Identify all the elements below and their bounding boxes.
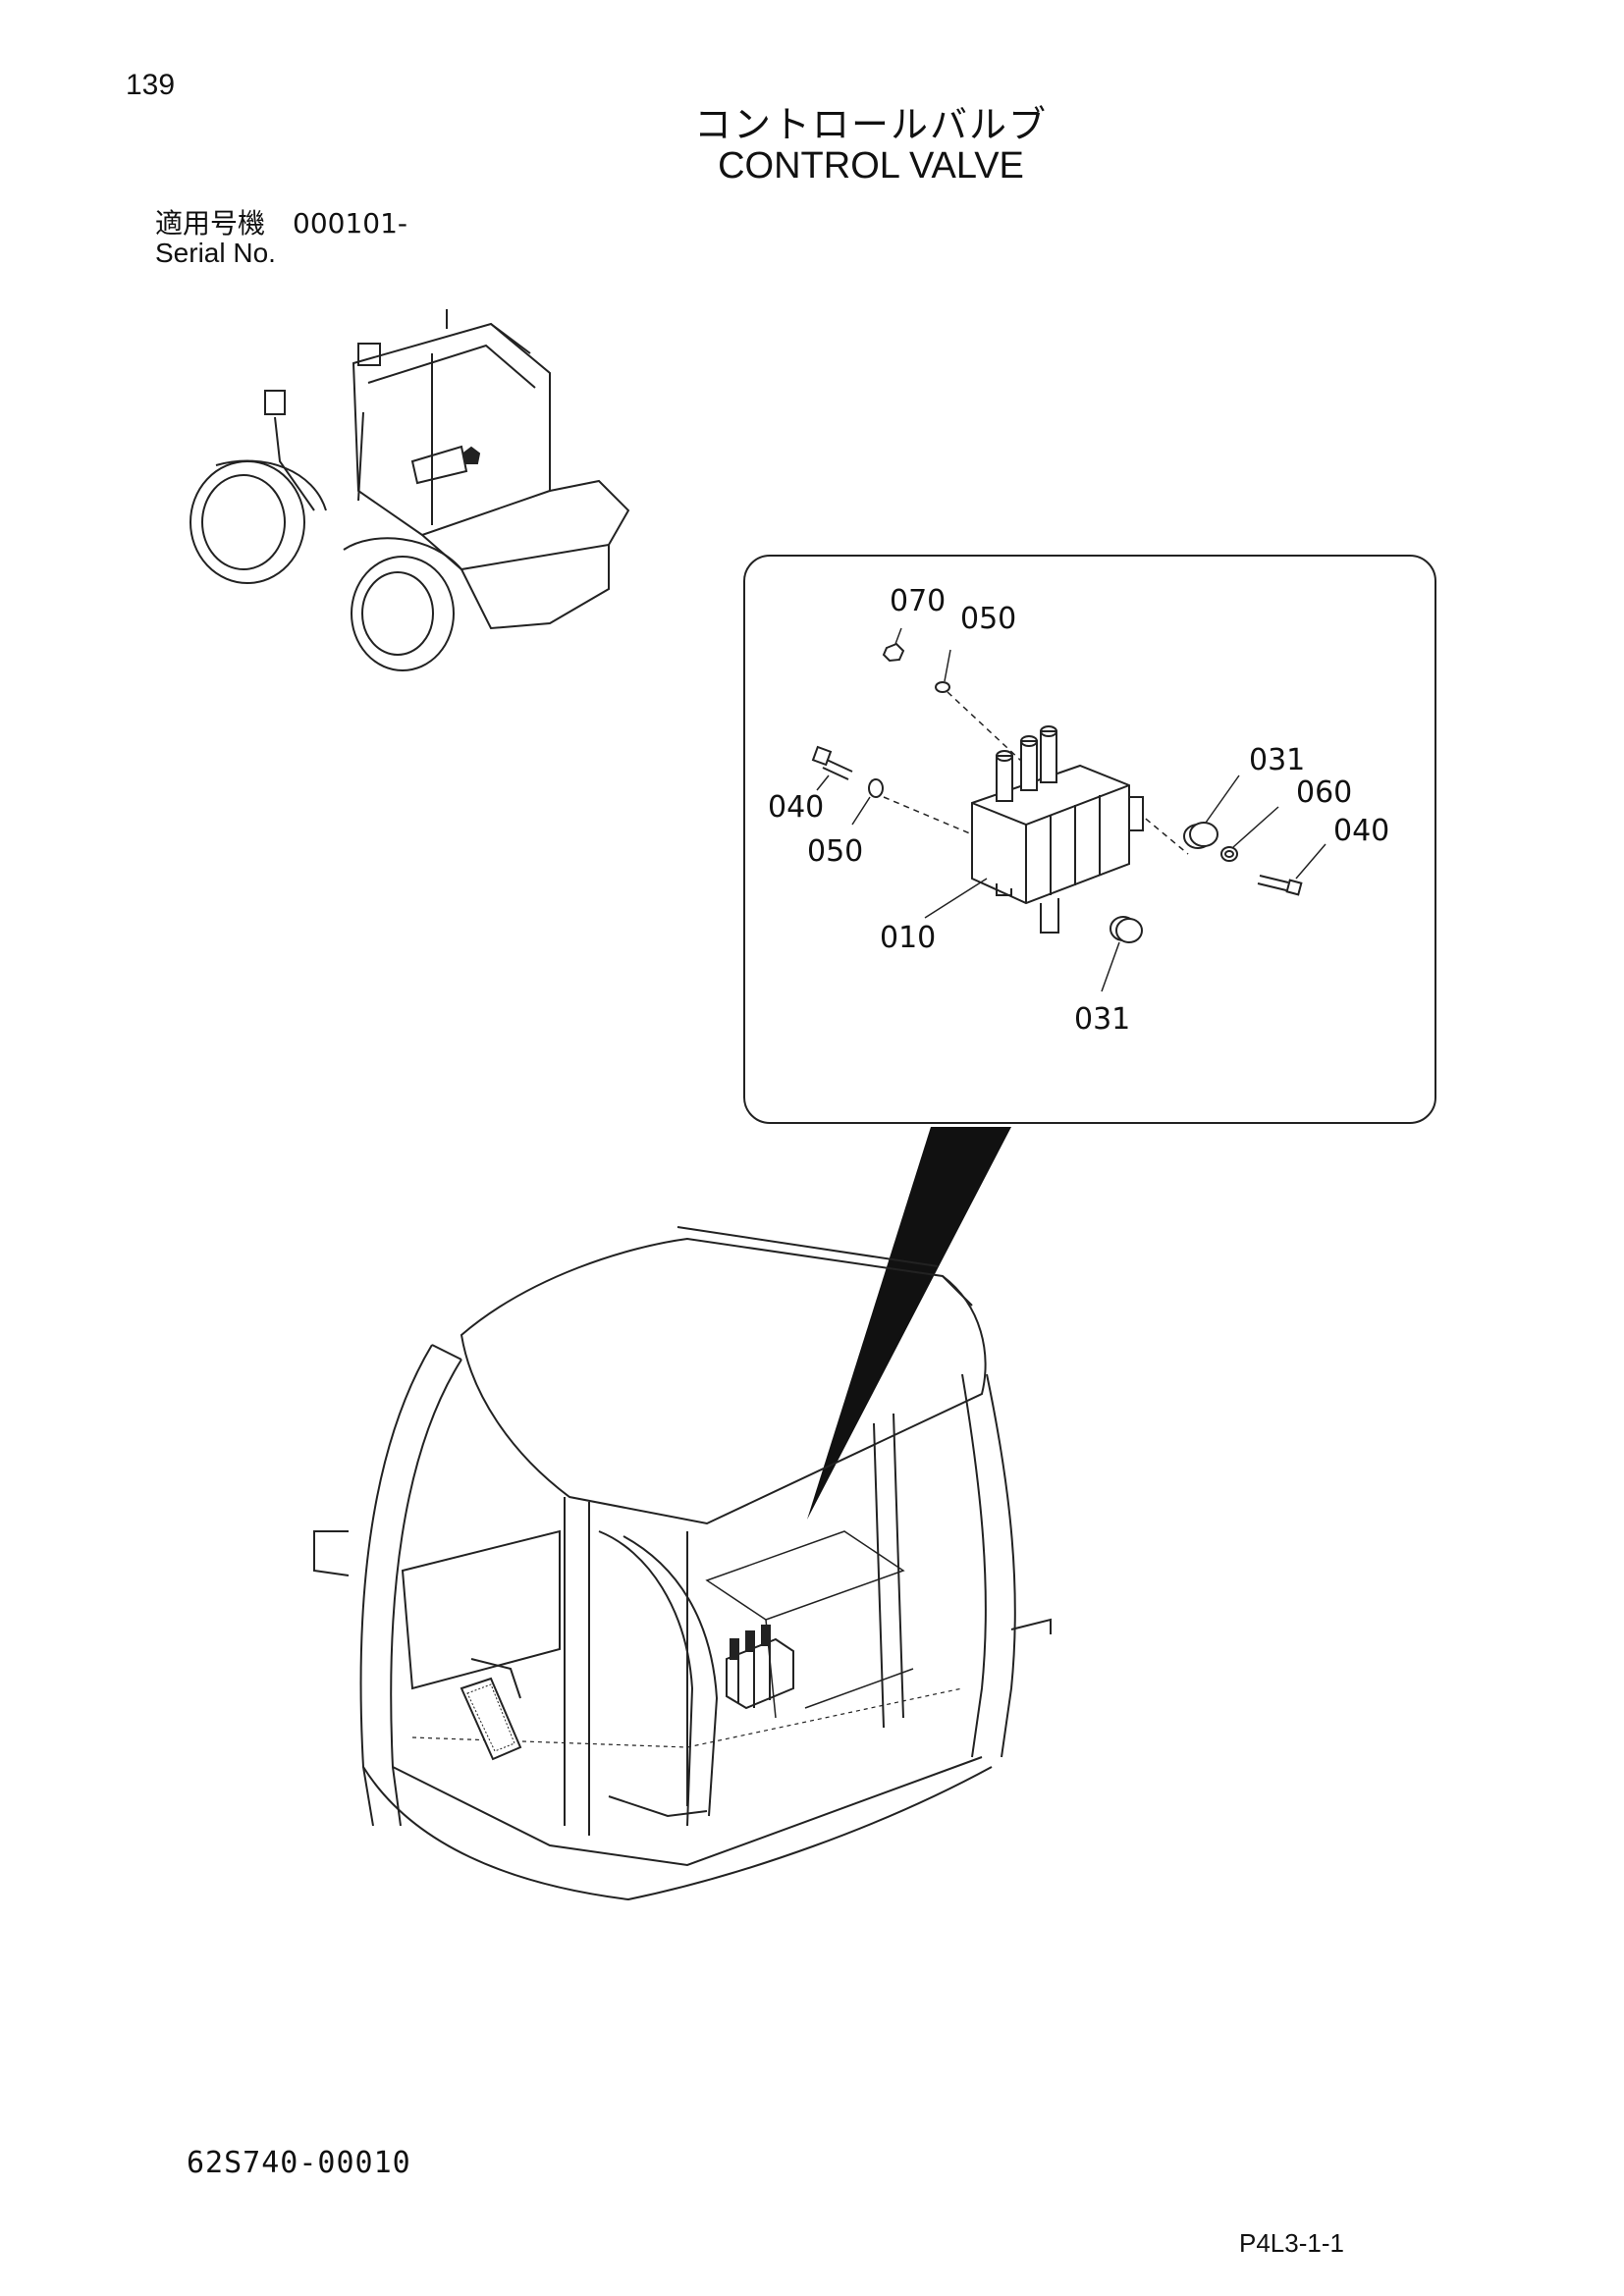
machine-overview-icon (189, 309, 630, 671)
callout-031-bottom: 031 (1074, 1002, 1130, 1037)
callout-031-right: 031 (1249, 743, 1305, 777)
callout-050-top: 050 (960, 602, 1016, 636)
page-title-jp: コントロールバルブ (693, 103, 1048, 146)
callout-050-left: 050 (807, 834, 863, 869)
detail-box (743, 555, 1436, 1124)
control-valve-icon (811, 627, 1326, 992)
drawing-number: 62S740-00010 (187, 2146, 411, 2180)
callout-labels: 070 050 040 050 010 031 060 040 031 (768, 584, 1389, 1037)
callout-040-left: 040 (768, 790, 824, 825)
callout-070: 070 (890, 584, 946, 618)
cab-frame-icon (313, 1226, 1052, 1901)
page-title: CONTROL VALVE (718, 145, 1024, 187)
page-code: P4L3-1-1 (1239, 2228, 1344, 2258)
serial-label-jp: 適用号機 000101- (155, 207, 407, 240)
callout-010: 010 (880, 921, 936, 955)
detail-pointer (807, 1127, 1011, 1520)
serial-label: Serial No. (155, 238, 276, 268)
page-number: 139 (126, 69, 176, 101)
callout-060: 060 (1296, 775, 1352, 810)
callout-040-right: 040 (1333, 814, 1389, 848)
